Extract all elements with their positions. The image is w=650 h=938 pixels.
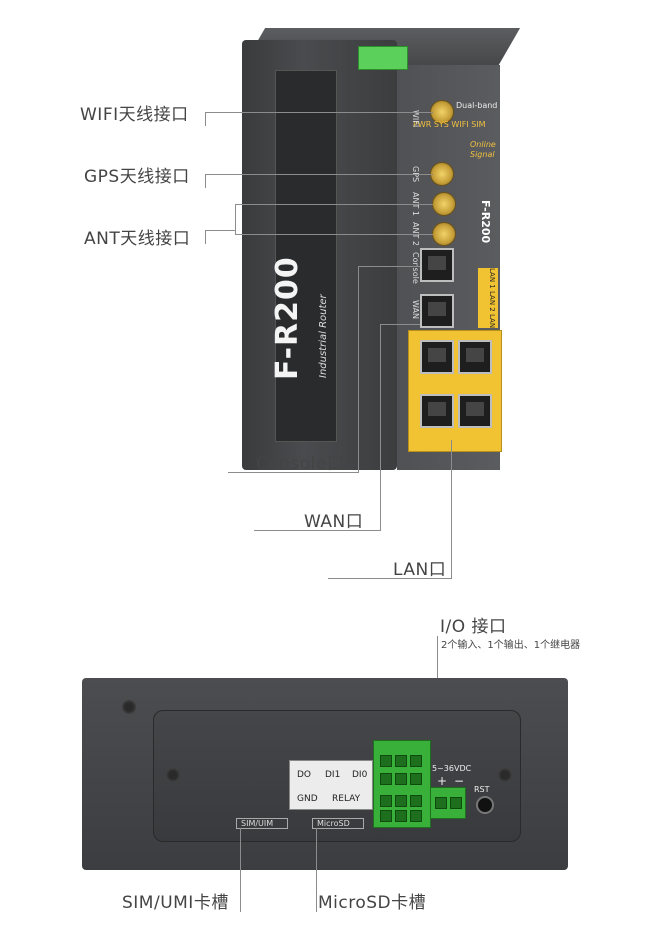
io-pin: [395, 795, 407, 807]
io-pin: [410, 755, 422, 767]
io-gnd-label: GND: [297, 794, 318, 804]
screw-icon: [122, 700, 136, 714]
console-callout-base: [228, 472, 359, 473]
console-callout-top: [358, 266, 420, 267]
side-model-text: F-R200: [479, 200, 492, 244]
lan-port-2[interactable]: [458, 340, 492, 374]
green-tag: [358, 46, 408, 70]
wan-callout-label: WAN口: [304, 512, 364, 532]
console-callout-vert: [358, 266, 359, 472]
online-text: Online: [470, 140, 496, 149]
screw-icon: [166, 768, 180, 782]
power-pin: [450, 797, 462, 809]
sim-slot[interactable]: SIM/UIM: [236, 818, 288, 829]
wan-port-label: WAN: [411, 300, 420, 319]
gps-callout-line: [205, 174, 433, 175]
reset-button[interactable]: [476, 796, 494, 814]
console-port-label: Console: [411, 252, 420, 284]
power-minus-label: −: [454, 774, 465, 788]
power-plus-label: +: [437, 774, 448, 788]
wan-callout-vert: [380, 324, 381, 530]
io-di1-label: DI1: [325, 770, 341, 780]
ant-callout-line-2: [235, 234, 433, 235]
io-pin: [395, 810, 407, 822]
power-pin: [435, 797, 447, 809]
io-callout-label: I/O 接口: [440, 617, 507, 637]
signal-text: Signal: [470, 150, 495, 159]
wifi-callout-label: WIFI天线接口: [80, 105, 189, 125]
io-do-label: DO: [297, 770, 312, 780]
wan-callout-base: [254, 530, 381, 531]
io-pin: [410, 810, 422, 822]
wifi-antenna-connector-icon[interactable]: [430, 100, 454, 124]
io-pin: [395, 773, 407, 785]
io-relay-label: RELAY: [332, 794, 361, 804]
lan-port-4[interactable]: [458, 394, 492, 428]
ant-callout-stub: [205, 230, 235, 231]
ant-callout-tick: [205, 230, 206, 244]
router-model-text: F-R200: [270, 256, 305, 380]
wifi-callout-line: [205, 112, 433, 113]
lan-port-3[interactable]: [420, 394, 454, 428]
microsd-callout-line: [316, 828, 317, 912]
io-callout-desc: 2个输入、1个输出、1个继电器: [441, 640, 581, 651]
lan-port-1[interactable]: [420, 340, 454, 374]
sim-callout-line: [240, 828, 241, 912]
io-pin: [380, 773, 392, 785]
dual-band-text: Dual-band: [456, 101, 498, 110]
gps-callout-tick: [205, 174, 206, 188]
lan-callout-base: [328, 578, 452, 579]
wan-port[interactable]: [420, 294, 454, 328]
microsd-slot[interactable]: MicroSD: [312, 818, 364, 829]
lan-callout-vert: [451, 440, 452, 578]
io-label-box: [289, 760, 373, 810]
rst-label: RST: [474, 785, 490, 794]
screw-icon: [498, 768, 512, 782]
gps-callout-label: GPS天线接口: [84, 167, 190, 187]
io-pin: [395, 755, 407, 767]
wan-callout-top: [380, 324, 420, 325]
lan-label-strip: [478, 268, 498, 328]
io-pin: [380, 810, 392, 822]
ant2-antenna-connector-icon[interactable]: [432, 222, 456, 246]
io-pin: [380, 795, 392, 807]
io-pin: [380, 755, 392, 767]
io-pin: [410, 773, 422, 785]
ant1-antenna-connector-icon[interactable]: [432, 192, 456, 216]
console-port[interactable]: [420, 248, 454, 282]
io-di0-label: DI0: [352, 770, 368, 780]
sim-callout-label: SIM/UMI卡槽: [122, 893, 229, 913]
wifi-callout-tick: [205, 112, 206, 126]
power-voltage-label: 5~36VDC: [432, 764, 472, 773]
ant-callout-label: ANT天线接口: [84, 229, 191, 249]
led-labels-text: PWR SYS WIFI SIM: [413, 120, 486, 129]
ant-callout-vert: [235, 204, 236, 234]
router-subtitle-text: Industrial Router: [318, 294, 329, 378]
ant-callout-line-1: [235, 204, 433, 205]
lan-callout-label: LAN口: [393, 560, 447, 580]
microsd-callout-label: MicroSD卡槽: [318, 893, 427, 913]
gps-antenna-connector-icon[interactable]: [430, 162, 454, 186]
router-sticker: [275, 70, 337, 442]
io-pin: [410, 795, 422, 807]
console-callout-label: Console口: [256, 454, 345, 474]
